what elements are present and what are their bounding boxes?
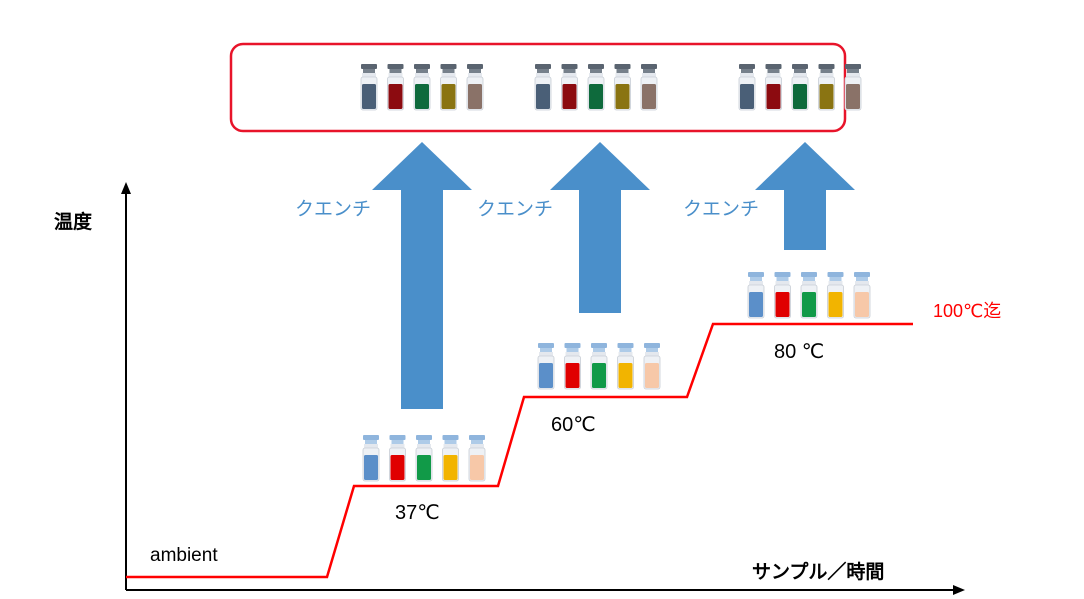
vial-2: [774, 272, 791, 319]
quench-label-3: クエンチ: [683, 198, 759, 220]
vial-5: [853, 272, 871, 319]
x-axis-label: サンプル／時間: [752, 560, 884, 583]
vial-5: [468, 435, 486, 482]
vial-4: [442, 435, 459, 482]
quench-label-2: クエンチ: [477, 198, 553, 220]
vial-5: [643, 343, 661, 390]
quenched-vial-4: [440, 64, 457, 111]
quench-arrow-3: [755, 142, 855, 250]
quenched-vial-4: [614, 64, 631, 111]
quench-arrow-2: [550, 142, 650, 313]
quenched-group-2: [534, 64, 658, 111]
quench-label-1: クエンチ: [295, 198, 371, 220]
quenched-vial-5: [640, 64, 658, 111]
stage-2-temp-label: 60℃: [551, 414, 596, 436]
stage-vial-groups: [362, 272, 871, 482]
vial-1: [747, 272, 765, 319]
final-temp-label: 100℃迄: [933, 301, 1001, 321]
quenched-vial-2: [387, 64, 404, 111]
vial-3: [590, 343, 608, 390]
vial-1: [362, 435, 380, 482]
vial-1: [537, 343, 555, 390]
stage-2-vials: [537, 343, 661, 390]
vial-2: [389, 435, 406, 482]
quenched-vial-2: [765, 64, 782, 111]
vial-3: [800, 272, 818, 319]
y-axis-label: 温度: [54, 210, 93, 233]
quench-arrow-1: [372, 142, 472, 409]
quench-arrows: [372, 142, 855, 409]
quenched-vial-1: [360, 64, 378, 111]
quenched-vial-5: [844, 64, 862, 111]
quenched-vial-4: [818, 64, 835, 111]
x-axis-arrowhead: [953, 585, 965, 595]
quenched-vial-1: [534, 64, 552, 111]
quenched-group-1: [360, 64, 484, 111]
stage-1-temp-label: 37℃: [395, 502, 440, 524]
vial-3: [415, 435, 433, 482]
quenched-vial-3: [413, 64, 431, 111]
quenched-vial-3: [791, 64, 809, 111]
ambient-label: ambient: [150, 545, 218, 566]
vial-4: [617, 343, 634, 390]
vial-4: [827, 272, 844, 319]
stage-3-temp-label: 80 ℃: [774, 341, 824, 363]
quenched-vial-2: [561, 64, 578, 111]
quenched-vial-rows: [360, 64, 862, 111]
y-axis-arrowhead: [121, 182, 131, 194]
temperature-step-line: [126, 322, 913, 579]
quenched-vial-5: [466, 64, 484, 111]
quenched-group-3: [738, 64, 862, 111]
stage-1-vials: [362, 435, 486, 482]
quenched-vial-3: [587, 64, 605, 111]
vial-2: [564, 343, 581, 390]
stage-3-vials: [747, 272, 871, 319]
quenched-vial-1: [738, 64, 756, 111]
